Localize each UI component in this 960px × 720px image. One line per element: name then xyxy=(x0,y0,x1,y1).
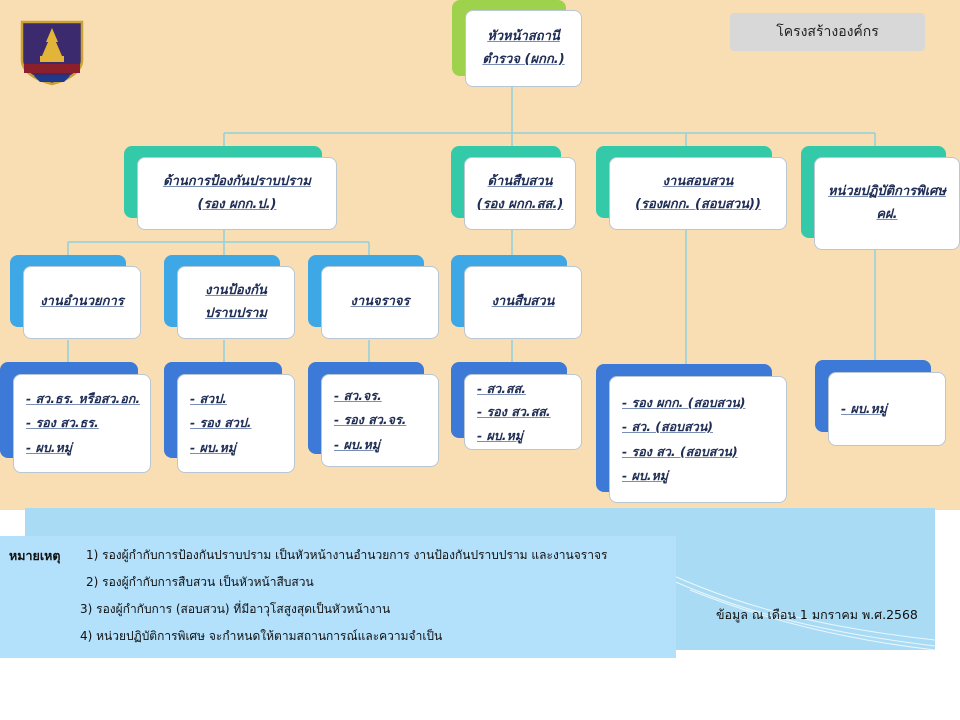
note-item-3: 3) รองผู้กำกับการ (สอบสวน) ที่มีอาวุโสสู… xyxy=(80,602,391,616)
traffic-staff-3: - ผบ.หมู่ xyxy=(334,436,381,452)
note-item-2: 2) รองผู้กำกับการสืบสวน เป็นหัวหน้าสืบสว… xyxy=(86,575,314,589)
suppression-staff-2: - รอง สวป. xyxy=(190,415,252,431)
suppression-staff-3: - ผบ.หมู่ xyxy=(190,439,237,455)
inquiry-staff-1: - รอง ผกก. (สอบสวน) xyxy=(622,394,746,410)
police-station-logo xyxy=(18,20,86,86)
inquiry-staff-3: - รอง สว. (สอบสวน) xyxy=(622,443,738,459)
investigation-staff-1: - สว.สส. xyxy=(477,381,526,397)
investigation-line-2: (รอง ผกก.สส.) xyxy=(476,196,564,212)
suppression-line-1: งานป้องกัน xyxy=(205,283,267,299)
investigation-staff-3: - ผบ.หมู่ xyxy=(477,427,524,443)
inquiry-line-2: (รองผกก. (สอบสวน)) xyxy=(635,196,761,212)
investigation-unit-label: งานสืบสวน xyxy=(491,294,555,310)
investigation-staff-2: - รอง สว.สส. xyxy=(477,404,551,420)
note-item-4: 4) หน่วยปฏิบัติการพิเศษ จะกำหนดให้ตามสถา… xyxy=(80,629,443,643)
notes-box xyxy=(0,536,676,658)
inquiry-staff-4: - ผบ.หมู่ xyxy=(622,467,669,483)
traffic-staff-2: - รอง สว.จร. xyxy=(334,412,407,428)
special-line-2: คฝ. xyxy=(876,206,898,222)
data-date: ข้อมูล ณ เดือน 1 มกราคม พ.ศ.2568 xyxy=(716,607,918,622)
notes-heading: หมายเหตุ xyxy=(9,548,61,563)
admin-staff-2: - รอง สว.ธร. xyxy=(26,415,99,431)
page-title: โครงสร้างองค์กร xyxy=(730,13,925,51)
special-line-1: หน่วยปฏิบัติการพิเศษ xyxy=(827,184,947,200)
traffic-staff-1: - สว.จร. xyxy=(334,387,382,403)
inquiry-line-1: งานสอบสวน xyxy=(662,174,734,190)
suppression-staff-1: - สวป. xyxy=(190,390,227,406)
prevention-line-2: (รอง ผกก.ป.) xyxy=(197,196,277,212)
investigation-line-1: ด้านสืบสวน xyxy=(487,174,553,190)
note-item-1: 1) รองผู้กำกับการป้องกันปราบปราม เป็นหัว… xyxy=(86,548,608,562)
suppression-line-2: ปราบปราม xyxy=(205,305,267,321)
admin-label: งานอำนวยการ xyxy=(40,294,124,310)
traffic-label: งานจราจร xyxy=(350,294,410,310)
head-line-1: หัวหน้าสถานี xyxy=(487,29,560,45)
inquiry-staff-2: - สว. (สอบสวน) xyxy=(622,419,713,435)
special-staff-1: - ผบ.หมู่ xyxy=(841,400,888,416)
admin-staff-3: - ผบ.หมู่ xyxy=(26,439,73,455)
admin-staff-1: - สว.ธร. หรือสว.อก. xyxy=(26,390,141,406)
prevention-line-1: ด้านการป้องกันปราบปราม xyxy=(163,174,311,190)
head-line-2: ตำรวจ (ผกก.) xyxy=(482,51,565,67)
